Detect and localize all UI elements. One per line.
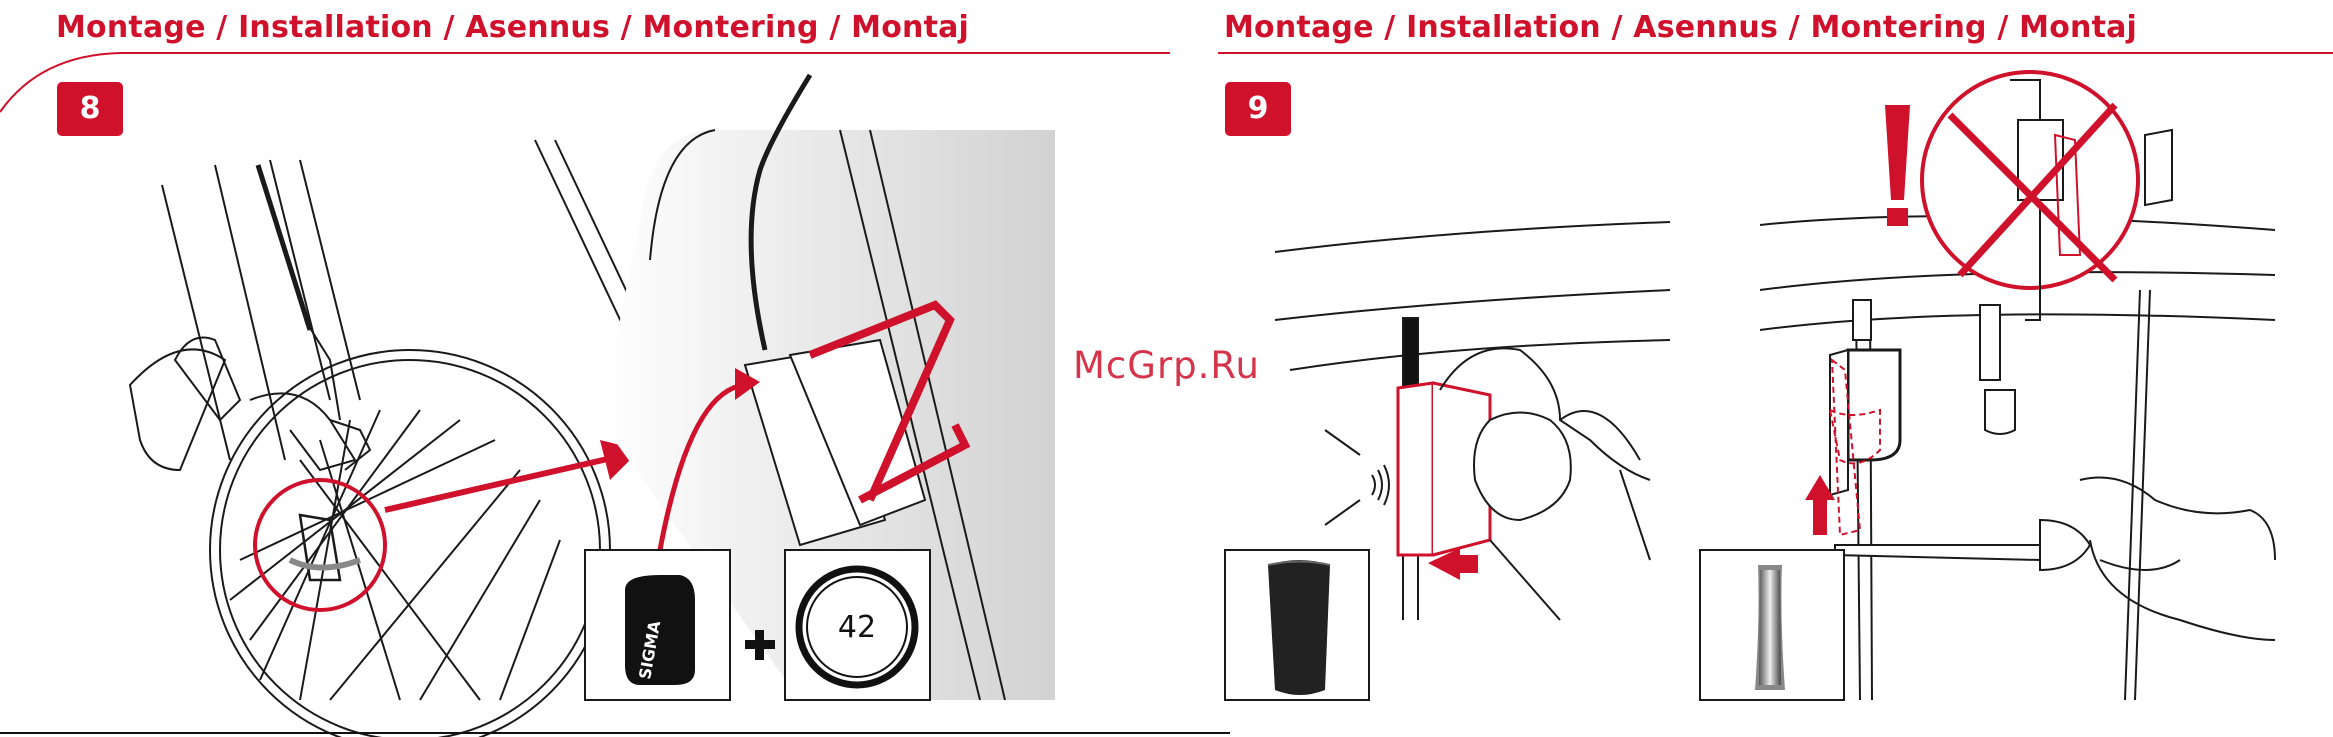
watermark: McGrp.Ru <box>1073 344 1260 387</box>
sigma-sensor-icon: SIGMA <box>625 575 695 685</box>
step-9-illustration <box>1225 72 2275 700</box>
exclamation-icon <box>1885 105 1910 226</box>
ring-label: 42 <box>838 610 876 645</box>
